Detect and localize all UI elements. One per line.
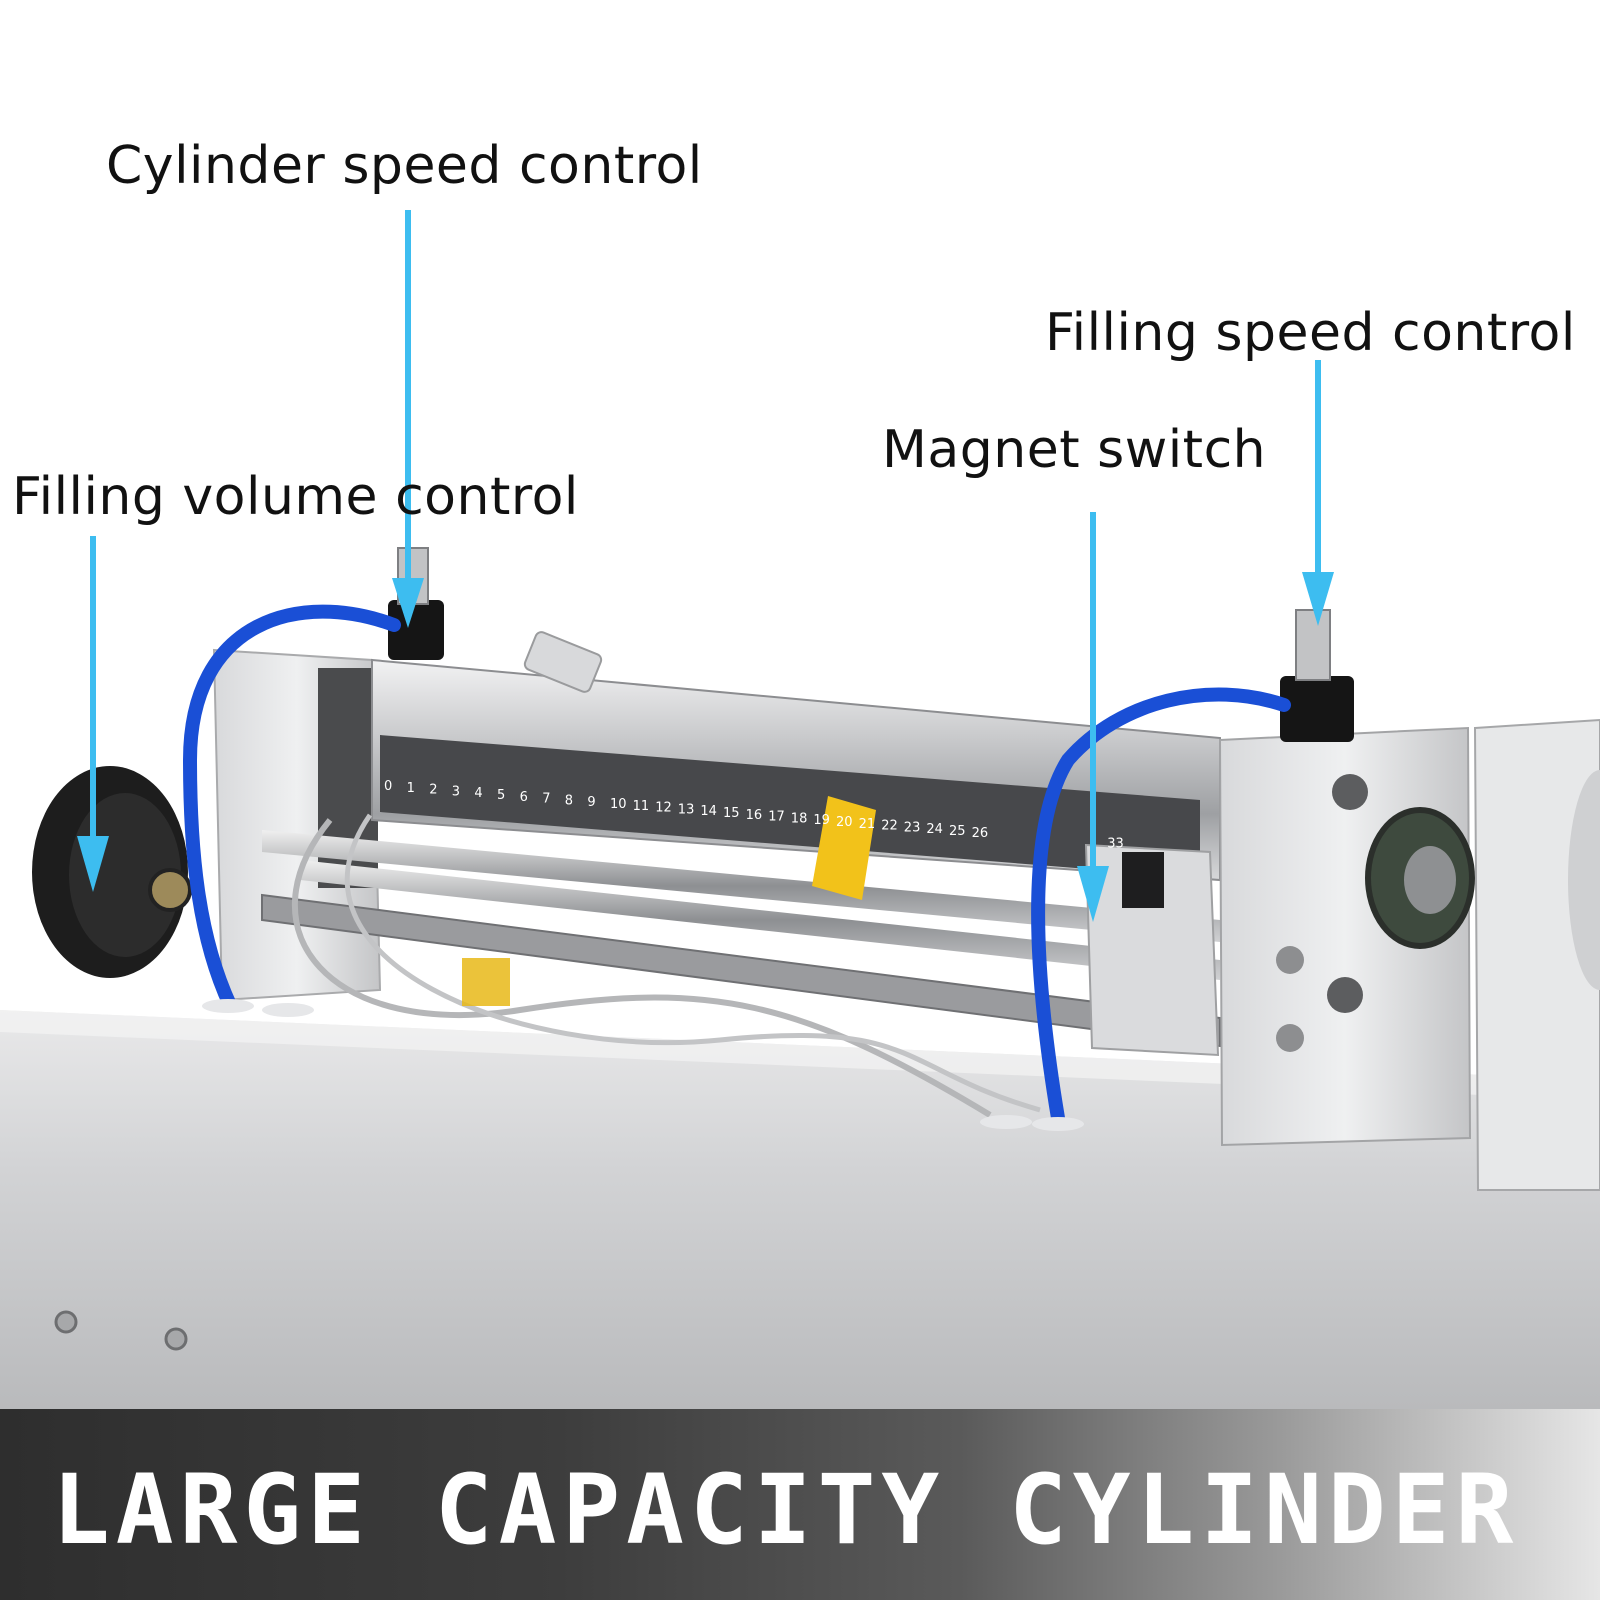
banner-title: LARGE CAPACITY CYLINDER [52, 1454, 1520, 1566]
scale-number: 22 [881, 819, 898, 834]
yellow-tag-reflection [462, 958, 510, 1006]
scale-number: 0 [384, 779, 392, 794]
guide-rod-middle [300, 860, 1220, 980]
scale-number: 12 [655, 801, 672, 816]
far-right-block [1473, 718, 1600, 1191]
scale-number: 19 [813, 813, 830, 828]
scale-number: 11 [633, 799, 650, 814]
scale-number: 1 [407, 781, 415, 796]
scale-strip [380, 735, 1200, 878]
scale-number: 9 [587, 795, 595, 810]
magnet-switch-block [1084, 843, 1220, 1057]
scale-number: 5 [497, 788, 505, 803]
scale-number: 8 [565, 793, 573, 808]
table-edge [0, 1010, 1600, 1100]
scale-number: 16 [746, 808, 763, 823]
knob-hub [148, 868, 192, 912]
magnet-switch-arrow [1077, 512, 1109, 922]
scale-number: 2 [429, 783, 437, 798]
filling-volume-arrow [77, 536, 109, 892]
cylinder-speed-arrow [392, 210, 424, 628]
tube-grommet-1 [202, 999, 254, 1013]
tube-grommet-4 [1032, 1117, 1084, 1131]
scale-number: 18 [791, 811, 808, 826]
scale-number: 4 [474, 786, 482, 801]
air-tube-right [1031, 687, 1291, 1125]
table-surface [0, 1010, 1600, 1409]
filling-speed-valve [1280, 676, 1354, 742]
magnet-switch-sensor [1122, 852, 1164, 908]
scale-number: 24 [926, 822, 943, 837]
volume-knob-face [69, 793, 181, 957]
cylinder-speed-control-label: Cylinder speed control [106, 136, 703, 196]
air-tube-left [182, 604, 401, 1012]
filling-speed-valve-stem [1295, 609, 1331, 681]
housing-screw-4 [1276, 1024, 1304, 1052]
scale-number: 14 [700, 804, 717, 819]
clamp-bracket [523, 631, 603, 693]
sensor-wire-2 [344, 813, 1041, 1113]
scale-number: 25 [949, 824, 966, 839]
filling-volume-control-label: Filling volume control [12, 467, 579, 527]
scale-number: 33 [1107, 837, 1124, 852]
title-banner [0, 1409, 1600, 1600]
scale-number: 26 [972, 826, 989, 841]
scale-number: 17 [768, 810, 785, 825]
cylinder-speed-valve [388, 600, 444, 660]
scale-number: 21 [859, 817, 876, 832]
housing-screw-1 [1332, 774, 1368, 810]
sensor-wire-1 [291, 818, 992, 1118]
tube-grommet-3 [980, 1115, 1032, 1129]
scale-number: 15 [723, 806, 740, 821]
housing-screw-2 [1327, 977, 1363, 1013]
scale-number: 6 [520, 790, 528, 805]
scale-number: 7 [542, 792, 550, 807]
scale-number: 10 [610, 797, 627, 812]
guide-rod-upper [262, 830, 1220, 942]
scale-number: 13 [678, 802, 695, 817]
far-right-dome [1568, 770, 1600, 990]
filling-speed-control-label: Filling speed control [1045, 303, 1576, 363]
magnet-switch-label: Magnet switch [882, 420, 1267, 480]
table-bolt-2 [164, 1327, 188, 1351]
yellow-tag [812, 796, 876, 900]
filling-speed-arrow [1302, 360, 1334, 626]
scale-number: 20 [836, 815, 853, 830]
bearing-shaft [1404, 846, 1456, 914]
lead-screw [261, 893, 1221, 1048]
table-bolt-1 [54, 1310, 78, 1334]
tube-grommet-2 [262, 1003, 314, 1017]
scale-number: 3 [452, 784, 460, 799]
housing-screw-3 [1276, 946, 1304, 974]
scale-number: 23 [904, 820, 921, 835]
